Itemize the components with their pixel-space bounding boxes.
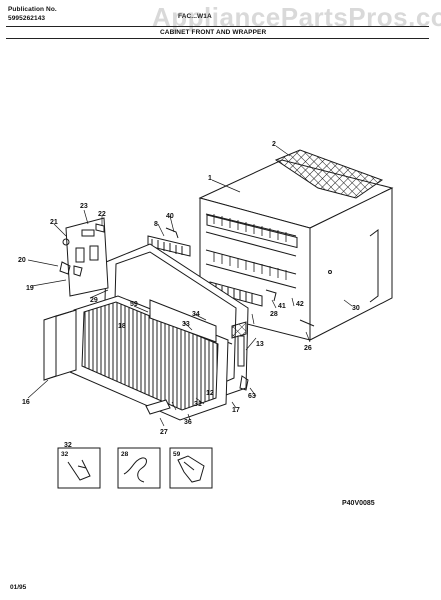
header-rule-bottom: [6, 38, 429, 39]
grille-foot: [145, 399, 171, 415]
inset-box-28: [117, 447, 161, 489]
inset-label-32: 32: [61, 451, 69, 458]
footer-date: 01/95: [10, 584, 27, 591]
callout-41: 41: [278, 303, 286, 310]
front-grille: [69, 295, 229, 421]
publication-label: Publication No.: [8, 6, 57, 13]
control-bracket: [59, 217, 109, 297]
callout-18: 18: [118, 323, 126, 330]
callout-20: 20: [18, 257, 26, 264]
callout-23: 23: [80, 203, 88, 210]
inset-label-28: 28: [121, 451, 129, 458]
spring-28-icon: [123, 457, 147, 483]
callout-29: 29: [90, 297, 98, 304]
side-bracket: [231, 321, 249, 391]
clip-32-icon: [67, 459, 91, 481]
callout-21: 21: [50, 219, 58, 226]
callout-27: 27: [160, 429, 168, 436]
callout-59: 59: [130, 301, 138, 308]
model-number: FAC...W1A: [178, 13, 212, 20]
inset-box-32: [57, 447, 101, 489]
callout-26: 26: [304, 345, 312, 352]
top-rail: [147, 227, 191, 257]
watermark: AppliancePartsPros.com: [152, 2, 441, 32]
callout-34: 34: [192, 311, 200, 318]
bracket-59-icon: [177, 455, 205, 483]
part-code: P40V0085: [342, 500, 375, 507]
section-title: CABINET FRONT AND WRAPPER: [160, 29, 267, 36]
header-rule-top: [6, 26, 429, 27]
callout-19: 19: [26, 285, 34, 292]
callout-31: 31: [194, 401, 202, 408]
callout-12: 12: [206, 390, 214, 397]
callout-33: 33: [182, 321, 190, 328]
callout-36: 36: [184, 419, 192, 426]
callout-16: 16: [22, 399, 30, 406]
callout-13: 13: [256, 341, 264, 348]
callout-32: 32: [64, 442, 72, 449]
callout-42: 42: [296, 301, 304, 308]
callout-17: 17: [232, 407, 240, 414]
callout-40: 40: [166, 213, 174, 220]
callout-22: 22: [98, 211, 106, 218]
callout-28: 28: [270, 311, 278, 318]
callout-8: 8: [154, 221, 158, 228]
callout-30: 30: [352, 305, 360, 312]
air-filter: [43, 309, 77, 381]
callout-63: 63: [248, 393, 256, 400]
callout-1: 1: [208, 175, 212, 182]
cabinet-wrapper: [198, 149, 394, 341]
inset-label-59: 59: [173, 451, 181, 458]
callout-2: 2: [272, 141, 276, 148]
publication-number: 5995262143: [8, 15, 46, 22]
